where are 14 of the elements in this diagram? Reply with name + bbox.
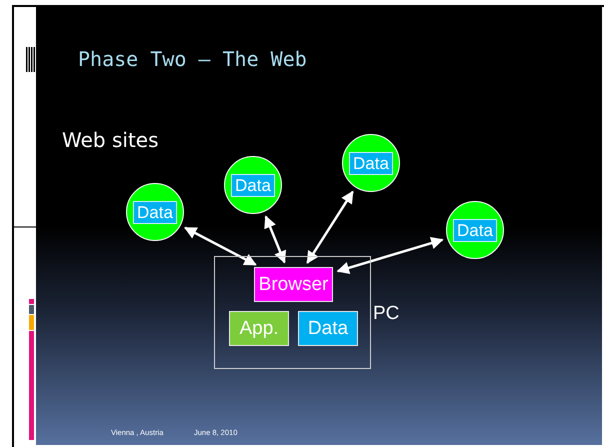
data-label: Data <box>453 218 497 242</box>
arrow <box>336 237 444 274</box>
frame-label: PC <box>373 303 400 325</box>
data-label: Data <box>133 200 177 224</box>
arrow <box>264 215 286 264</box>
arrow <box>306 190 354 264</box>
arrow <box>184 226 257 266</box>
data-label: Data <box>349 152 393 174</box>
component-box: App. <box>229 311 289 346</box>
slide-title: Phase Two – The Web <box>78 47 307 71</box>
component-box: Data <box>298 311 358 346</box>
section-heading: Web sites <box>62 128 159 152</box>
data-label: Data <box>231 174 275 196</box>
component-box: Browser <box>254 267 333 302</box>
